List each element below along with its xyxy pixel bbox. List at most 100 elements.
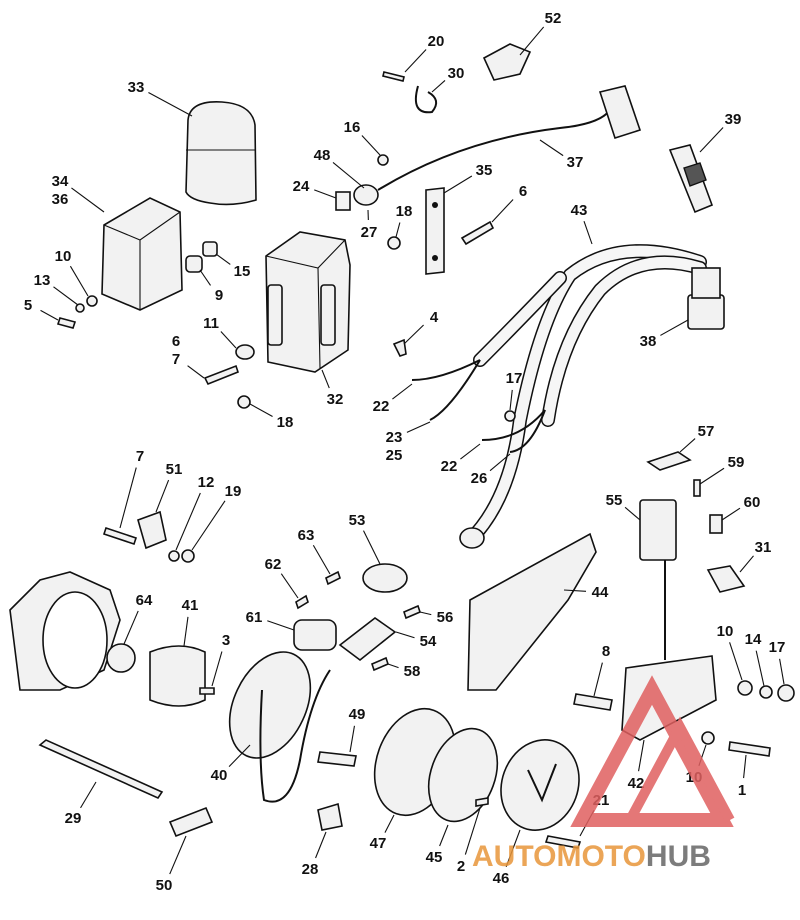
part-14-lockwasher [759,685,773,699]
callout-label: 20 [428,33,445,50]
part-33-coil-boot [185,101,257,206]
part-61-connector-body [293,619,337,651]
part-13-lockwasher [75,303,85,313]
callout-label: 34 [52,173,69,190]
part-9-grommet [185,255,203,273]
part-2-screw [475,797,489,807]
callout-label: 18 [277,414,294,431]
callout-label: 57 [698,423,715,440]
leader-line-c-61 [267,620,295,631]
callout-label: 30 [448,65,465,82]
callout-label: 61 [246,609,263,626]
leader-line-c-13 [53,286,79,306]
part-30-clip [414,85,438,114]
part-21-pin [544,835,582,849]
callout-label: 63 [298,527,315,544]
leader-line-c-8 [593,662,603,697]
part-44-mounting-plate [467,532,597,691]
leader-line-c-42 [638,739,645,772]
watermark-auto: AUTO [472,840,556,873]
part-53-boot [362,563,408,593]
leader-line-c-60 [721,507,741,521]
part-63-pin [325,570,341,586]
leader-line-c-22b [460,443,481,460]
callout-label: 11 [203,315,219,332]
callout-label: 45 [426,849,443,866]
leader-line-c-33 [148,92,193,117]
callout-label: 56 [437,609,454,626]
leader-line-c-6a [491,199,514,223]
part-62-pin [295,594,309,610]
part-56-terminal [403,604,421,620]
part-43-wiring-harness [411,244,707,549]
part-28-clip [317,802,343,831]
part-60-screw [709,514,723,534]
leader-line-c-15 [215,253,231,265]
leader-line-c-28 [315,831,327,859]
part-17-nut-a [504,410,516,422]
leader-line-c-5 [40,309,59,321]
part-24-terminal [335,191,351,211]
leader-line-c-48 [332,161,365,189]
callout-label: 15 [234,263,251,280]
leader-line-c-44 [563,589,587,592]
leader-line-c-4 [403,324,424,345]
callout-label: 47 [370,835,387,852]
callout-label: 1 [738,782,746,799]
watermark-hub: HUB [646,840,711,873]
leader-line-c-43 [583,221,593,245]
callout-label: 28 [302,861,319,878]
leader-line-c-64 [123,610,139,645]
part-31-clamp [706,565,746,593]
callout-label: 42 [628,775,645,792]
part-flywheel-housing [9,571,121,691]
part-38-harness-connector [687,267,725,330]
part-1-screw [728,741,771,757]
part-18-nut-b [237,395,251,409]
leader-line-c-63 [312,544,331,575]
callout-label: 38 [640,333,657,350]
leader-line-c-30 [431,80,446,93]
callout-label: 59 [728,454,745,471]
callout-label: 22 [373,398,390,415]
leader-line-c-52 [519,26,545,56]
callout-label: 23 [386,429,403,446]
callout-label: 25 [386,447,403,464]
part-3-screw [199,687,215,695]
callout-label: 64 [136,592,153,609]
part-64-bushing [106,643,136,673]
part-6-bolt-b [203,364,239,386]
part-58-terminal [371,656,389,672]
callout-label: 51 [166,461,183,478]
callout-label: 3 [222,632,230,649]
part-52-connector [482,43,532,81]
part-11-washer [235,344,255,360]
part-18-nut-a [387,236,401,250]
svg-text:AUTOMOTOHUB: AUTOMOTOHUB [472,840,711,873]
leader-line-c-37 [539,139,564,157]
callout-label: 4 [430,309,439,326]
leader-line-c-18a [395,222,401,238]
part-4-screw [392,338,407,357]
callout-label: 62 [265,556,282,573]
part-5-screw [56,317,77,329]
leader-line-c-14 [755,650,765,687]
leader-line-c-11 [220,331,237,349]
callout-label: 14 [745,631,762,648]
leader-line-c-58 [387,663,399,669]
callout-label: 8 [602,643,610,660]
part-54-connector [338,617,397,662]
callout-label: 6 [172,333,180,350]
leader-line-c-9 [199,269,211,286]
callout-label: 6 [519,183,527,200]
callout-label: 55 [606,492,623,509]
leader-line-c-39 [699,127,724,153]
callout-label: 60 [744,494,761,511]
part-8-spacer [573,693,613,711]
leader-line-c-59 [699,467,725,485]
callout-label: 32 [327,391,344,408]
callout-label: 10 [717,623,734,640]
part-51-clamp [137,510,167,550]
callout-label: 58 [404,663,421,680]
